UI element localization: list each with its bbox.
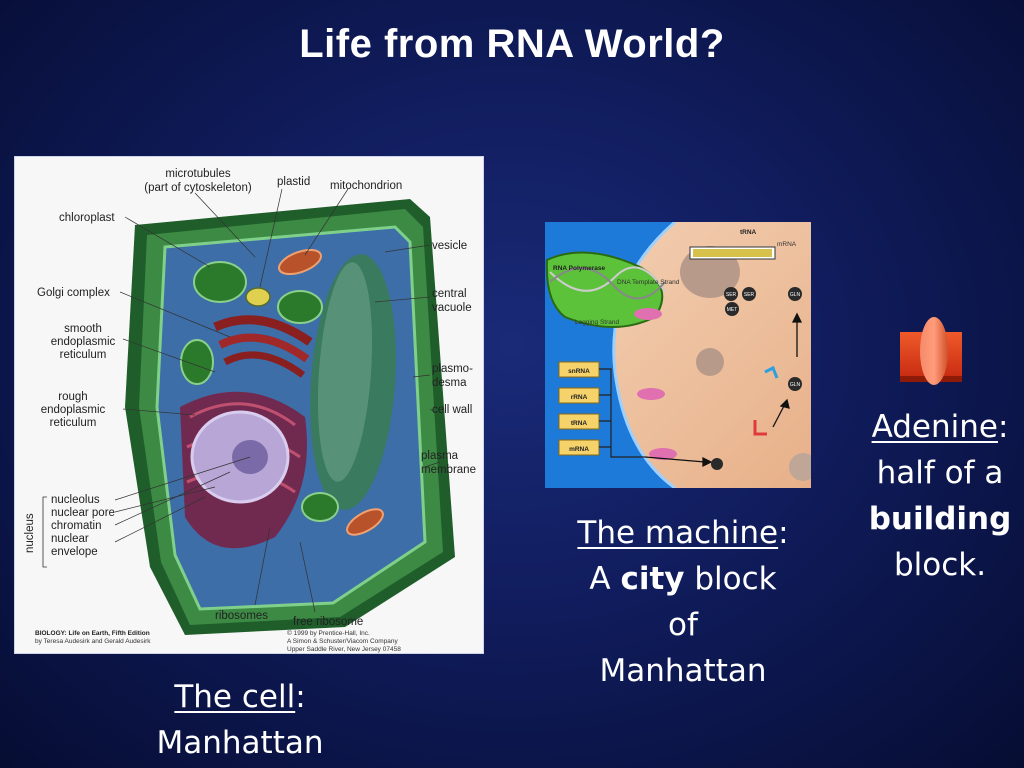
label-envelope: envelope [51,546,98,558]
label-smooth-er: endoplasmic [51,336,116,348]
label-nuclear-pore: nuclear pore [51,507,115,519]
credit-address: Upper Saddle River, New Jersey 07458 [287,646,401,653]
trna-label: tRNA [571,420,588,427]
label-rough-reticulum: reticulum [50,417,97,429]
adenine-caption-building: building [868,501,1012,537]
label-chloroplast: chloroplast [59,212,115,224]
label-desma: desma [432,377,467,389]
label-chromatin: chromatin [51,520,102,532]
label-plasma: plasma [421,450,459,462]
rrna-label: rRNA [571,394,588,401]
aa-gln-1: GLN [790,292,801,298]
mrna-top-label: mRNA [777,241,797,248]
machine-caption-term: The machine [577,515,779,551]
label-plastid: plastid [277,176,310,188]
label-vesicle: vesicle [432,240,467,252]
label-nucleolus: nucleolus [51,494,100,506]
plant-cell-diagram: microtubules (part of cytoskeleton) plas… [14,156,484,654]
aa-gln-2: GLN [790,382,801,388]
rna-polymerase-label: RNA Polymerase [553,265,606,272]
label-microtubules-sub: (part of cytoskeleton) [144,182,252,194]
aa-met: MET [727,307,738,313]
cell-caption-rest: Manhattan [156,725,324,761]
label-ribosomes: ribosomes [215,610,268,622]
machine-caption-city: city [620,561,685,597]
label-smooth: smooth [64,323,102,335]
credit-book-title: BIOLOGY: Life on Earth, Fifth Edition [35,630,150,637]
label-membrane: membrane [421,464,476,476]
snrna-label: snRNA [568,368,590,375]
lagging-strand-label: Lagging Strand [575,319,619,326]
label-free-ribosome: free ribosome [293,616,363,628]
dna-template-label: DNA Template Strand [617,279,680,286]
label-rough: rough [58,391,87,403]
credit-copyright: © 1999 by Prentice-Hall, Inc. [287,629,370,637]
mrna-label: mRNA [569,446,589,453]
label-golgi: Golgi complex [37,287,110,299]
slide-title: Life from RNA World? [299,22,725,66]
credit-authors: by Teresa Audesirk and Gerald Audesirk [35,638,151,645]
cell-caption: The cell: Manhattan [128,674,352,766]
label-mitochondrion: mitochondrion [330,180,402,192]
label-smooth-reticulum: reticulum [60,349,107,361]
trna-top-label: tRNA [740,229,757,236]
label-central: central [432,288,467,300]
label-nuclear: nuclear [51,533,89,545]
cell-caption-term: The cell [174,679,296,715]
machine-caption: The machine: A city block of Manhattan [577,515,789,689]
adenine-caption-term: Adenine [871,409,998,445]
label-rough-er: endoplasmic [41,404,106,416]
label-nucleus: nucleus [24,513,36,553]
adenine-caption: Adenine: half of a building block. [868,409,1012,583]
aa-ser-2: SER [744,292,755,298]
label-plasmo: plasmo- [432,363,473,375]
label-cell-wall: cell wall [432,404,472,416]
adenine-block-icon [898,316,966,386]
label-microtubules: microtubules [165,168,230,180]
aa-ser-1: SER [726,292,737,298]
label-vacuole: vacuole [432,302,472,314]
cell-machinery-diagram: RNA Polymerase DNA Template Strand Laggi… [545,222,811,488]
credit-publisher: A Simon & Schuster/Viacom Company [287,638,399,645]
